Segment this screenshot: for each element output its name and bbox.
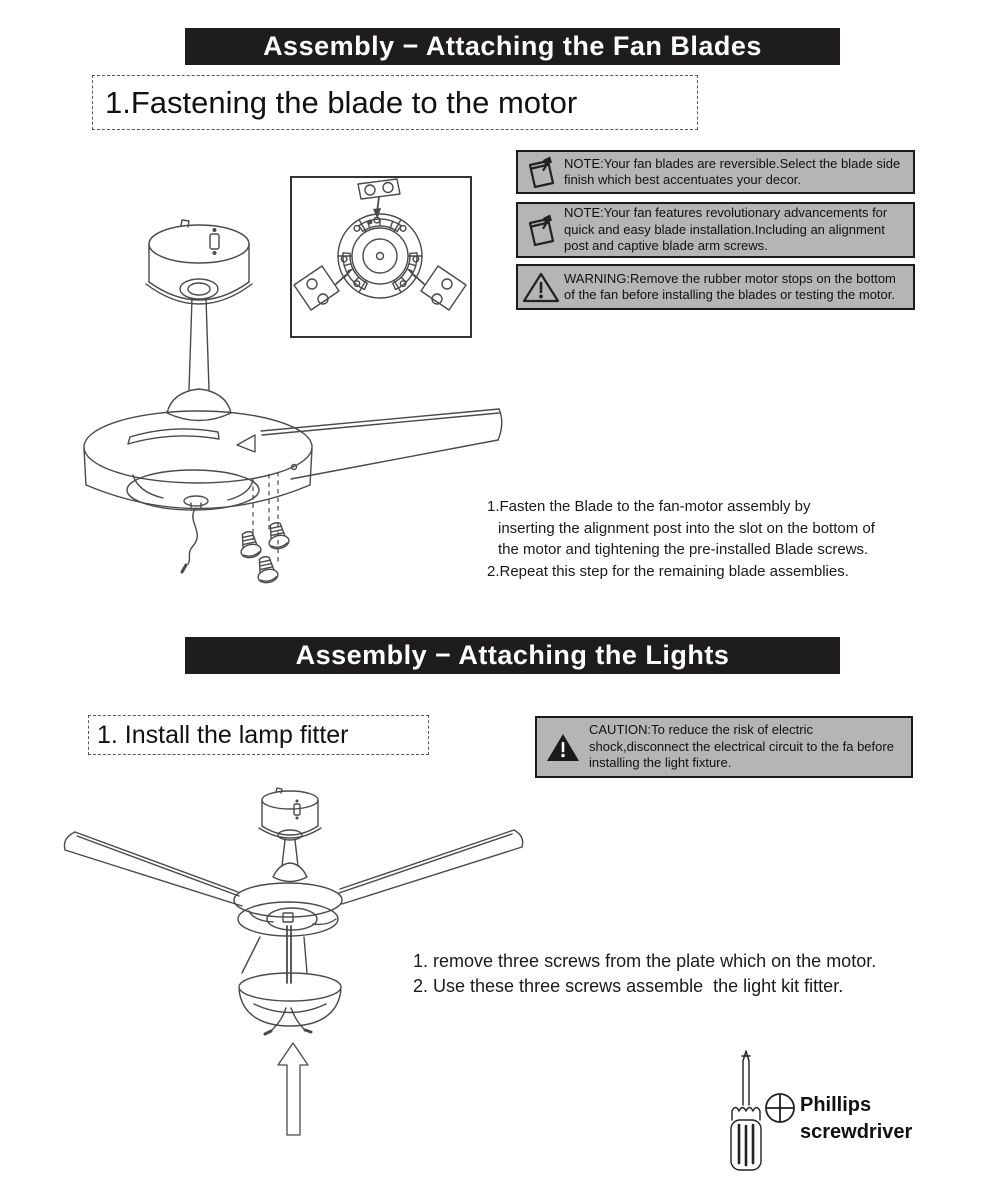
warning-triangle-icon <box>518 271 564 304</box>
step2-title: 1. Install the lamp fitter <box>97 720 349 749</box>
arrow-head <box>406 268 416 279</box>
note-pad-icon <box>518 214 564 246</box>
instruction-line: 2. Use these three screws assemble the l… <box>413 976 844 996</box>
step1-title-box: 1.Fastening the blade to the motor <box>92 75 698 130</box>
caution-text: CAUTION:To reduce the risk of electric s… <box>589 722 894 771</box>
phillips-screwdriver-icon <box>730 1050 795 1171</box>
blade-attachment-inset-box <box>290 176 472 338</box>
instruction-line: 1.Fasten the Blade to the fan-motor asse… <box>487 498 811 515</box>
fitter-alignment-lines <box>241 925 308 984</box>
center-rod <box>286 925 292 984</box>
step1-title: 1.Fastening the blade to the motor <box>105 84 578 120</box>
right-blade-drawing <box>338 829 524 905</box>
fan-blade-drawing <box>236 408 503 480</box>
downrod-drawing <box>272 839 308 883</box>
fan-lamp-fitter-diagram <box>63 787 524 1136</box>
caution-box: CAUTION:To reduce the risk of electric s… <box>535 716 913 778</box>
instruction-line: 2.Repeat this step for the remaining bla… <box>487 562 849 580</box>
screw <box>253 554 280 586</box>
section2-banner-title: Assembly − Attaching the Lights <box>295 640 730 670</box>
warning-text: WARNING:Remove the rubber motor stops on… <box>564 270 896 303</box>
note-1-text: NOTE:Your fan blades are reversible.Sele… <box>564 155 901 188</box>
lamp-fitter-drawing <box>238 972 342 1036</box>
instruction-line: inserting the alignment post into the sl… <box>498 519 875 537</box>
note-pad-icon <box>518 156 564 188</box>
warning-box: WARNING:Remove the rubber motor stops on… <box>516 264 915 310</box>
motor-drawing <box>233 882 343 937</box>
screwdriver-drawing <box>730 1050 762 1171</box>
instruction-line: the motor and tightening the pre-install… <box>498 541 869 558</box>
blade-bracket-lower-left <box>293 265 354 311</box>
blade-slot-arrow <box>236 434 256 453</box>
downrod-drawing <box>166 297 232 422</box>
section1-banner-title: Assembly − Attaching the Fan Blades <box>263 31 762 61</box>
phillips-head-symbol <box>765 1093 795 1123</box>
instruction-line: 1. remove three screws from the plate wh… <box>413 951 877 971</box>
arrow-head <box>344 268 354 279</box>
blade-screws-drawing <box>236 472 291 586</box>
screw <box>236 529 263 561</box>
note-box-1: NOTE:Your fan blades are reversible.Sele… <box>516 150 915 194</box>
caution-triangle-icon <box>537 732 589 763</box>
tool-label: Phillips screwdriver <box>800 1092 912 1146</box>
alignment-post <box>367 219 373 225</box>
arrow-head <box>373 208 381 219</box>
blade-bracket-top <box>357 178 401 219</box>
section2-banner: Assembly − Attaching the Lights <box>185 637 840 674</box>
tool-label-line2: screwdriver <box>800 1121 913 1143</box>
left-blade-drawing <box>63 831 243 907</box>
note-box-2: NOTE:Your fan features revolutionary adv… <box>516 202 915 258</box>
fan-motor-blade-diagram <box>83 219 503 586</box>
motor-bottom-view <box>337 213 423 299</box>
tool-label-line1: Phillips <box>800 1094 872 1116</box>
step2-title-box: 1. Install the lamp fitter <box>88 715 429 755</box>
motor-wire <box>187 508 198 565</box>
up-arrow <box>277 1042 309 1136</box>
blade-bracket-lower-right <box>406 265 467 311</box>
canopy-drawing <box>258 787 322 841</box>
blade-attachment-inset-diagram <box>293 178 467 311</box>
section2-instructions: 1. remove three screws from the plate wh… <box>413 949 876 999</box>
section1-banner: Assembly − Attaching the Fan Blades <box>185 28 840 65</box>
section1-instructions: 1.Fasten the Blade to the fan-motor asse… <box>487 496 875 582</box>
motor-housing-drawing <box>83 410 313 574</box>
canopy-drawing <box>145 219 253 305</box>
note-2-text: NOTE:Your fan features revolutionary adv… <box>564 205 888 254</box>
